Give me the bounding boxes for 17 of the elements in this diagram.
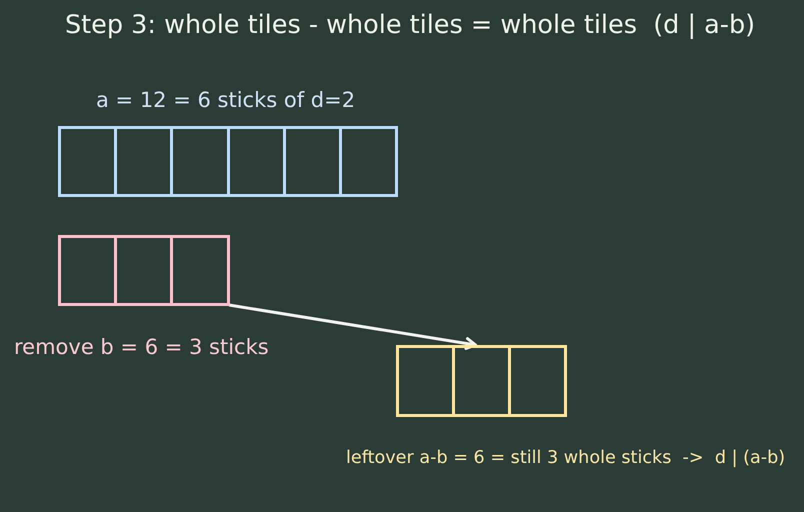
square-tile xyxy=(396,345,455,417)
annotation: remove b = 6 = 3 sticks xyxy=(14,334,269,360)
title: Step 3: whole tiles - whole tiles = whole tiles (d | a-b) xyxy=(65,10,756,40)
square-tile xyxy=(58,126,117,197)
annotation: leftover a-b = 6 = still 3 whole sticks -> d | (a-b) xyxy=(346,447,786,469)
square-tile xyxy=(227,126,286,197)
square-tile xyxy=(508,345,567,417)
square-tile xyxy=(114,235,173,306)
square-tile xyxy=(58,235,117,306)
square-tile xyxy=(452,345,511,417)
square-tile xyxy=(283,126,342,197)
square-tile xyxy=(170,235,230,306)
annotation: a = 12 = 6 sticks of d=2 xyxy=(96,87,356,113)
arrow xyxy=(228,304,478,350)
square-tile xyxy=(339,126,398,197)
square-tile xyxy=(114,126,173,197)
square-tile xyxy=(170,126,230,197)
